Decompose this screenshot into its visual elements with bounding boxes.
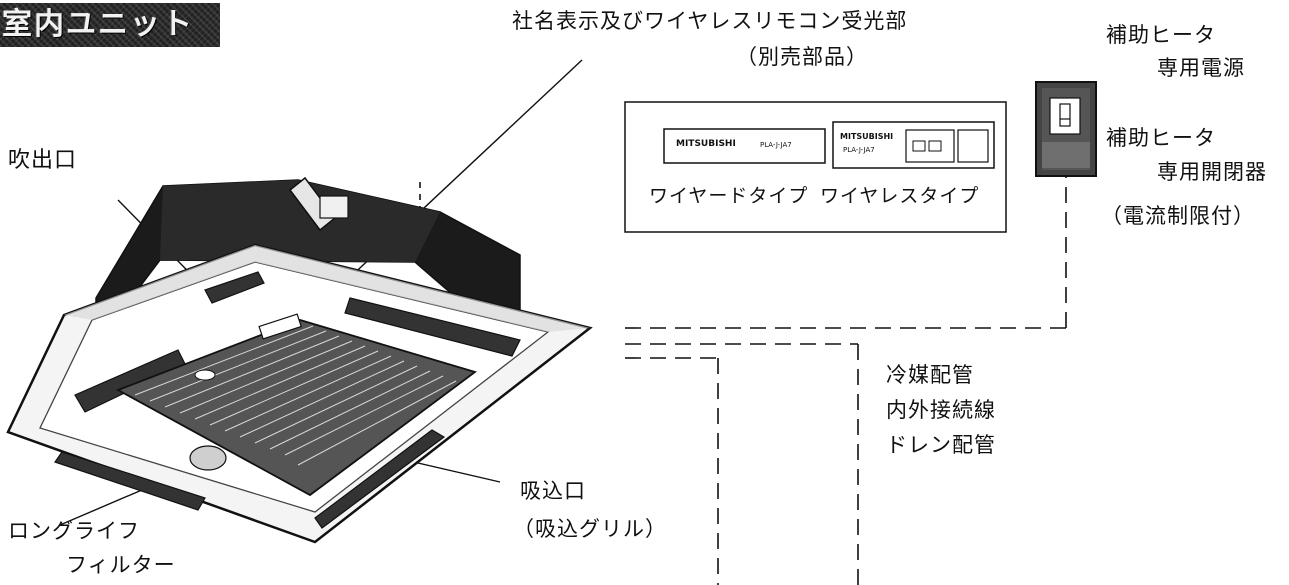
label-heater-power-line2: 専用電源 [1157, 56, 1245, 80]
title-badge: 室内ユニット [0, 3, 220, 47]
label-piping-line2: 内外接続線 [886, 398, 996, 422]
label-heater-switch-line1: 補助ヒータ [1106, 126, 1216, 150]
wired-model: PLA-J-JA7 [760, 141, 792, 149]
label-piping-line3: ドレン配管 [886, 433, 996, 457]
filter-tab [189, 445, 227, 471]
receiver-window [258, 313, 302, 340]
label-heater-switch-line3: （電流制限付） [1101, 204, 1255, 228]
label-intake-line2: （吸込グリル） [513, 517, 667, 541]
label-heater-power-line1: 補助ヒータ [1106, 23, 1216, 47]
outlet-slot-5 [54, 451, 206, 511]
wireless-brand: MITSUBISHI [840, 132, 894, 141]
wired-brand: MITSUBISHI [676, 139, 736, 149]
outlet-slot-4 [314, 429, 446, 529]
intake-grille [115, 319, 477, 497]
wireless-model: PLA-J-JA7 [843, 146, 875, 154]
indoor-unit [6, 176, 593, 544]
heater-switch-box [1035, 81, 1097, 177]
wired-panel [663, 128, 826, 164]
remote-panel-box [624, 101, 1007, 233]
wireless-caption: ワイヤレスタイプ [820, 185, 980, 207]
dashed-wiring [296, 176, 1067, 585]
label-receiver-line1: 社名表示及びワイヤレスリモコン受光部 [512, 9, 908, 33]
wired-caption: ワイヤードタイプ [649, 185, 809, 207]
label-receiver-line2: （別売部品） [736, 45, 868, 69]
section-title: 室内ユニット [2, 7, 194, 42]
label-heater-switch-line2: 専用開閉器 [1157, 160, 1267, 184]
label-filter-line1: ロングライフ [8, 519, 140, 543]
label-intake-line1: 吸込口 [520, 479, 586, 503]
label-filter-line2: フィルター [66, 553, 176, 577]
outlet-slot-2 [204, 271, 265, 304]
label-outlet: 吹出口 [8, 148, 78, 173]
grille-louvers [134, 325, 457, 466]
label-piping-line1: 冷媒配管 [886, 363, 974, 387]
outlet-slot-3 [344, 297, 521, 357]
